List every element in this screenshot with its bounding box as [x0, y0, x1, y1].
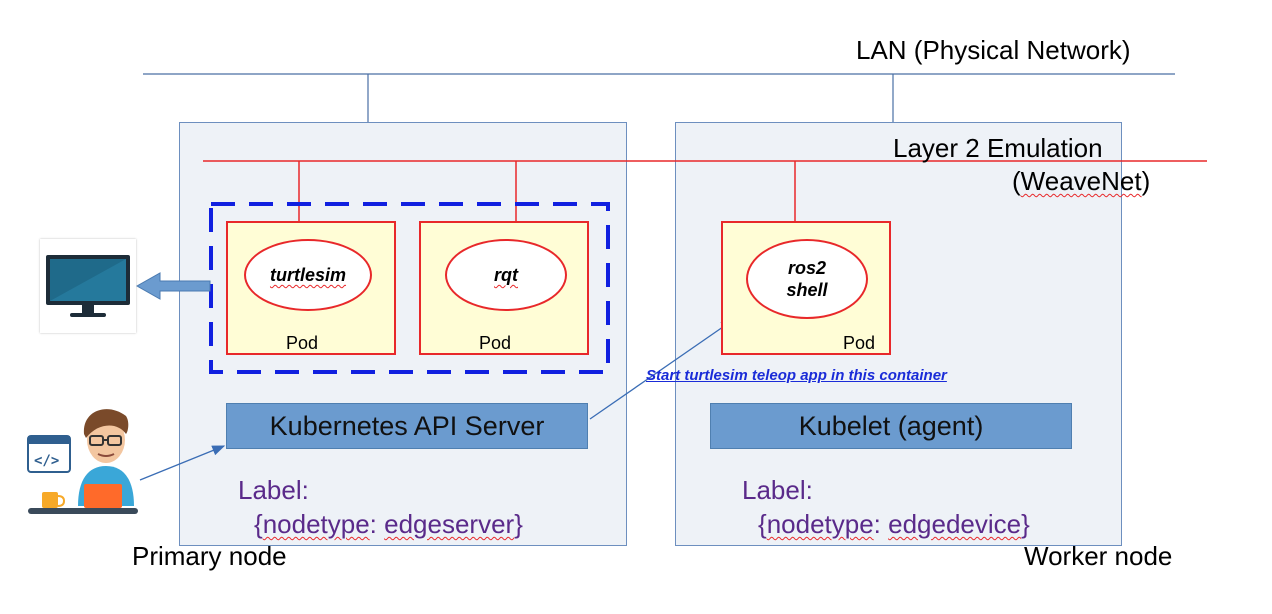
- kubelet-agent[interactable]: Kubelet (agent): [710, 403, 1072, 449]
- primary-label-key: nodetype: [262, 509, 370, 539]
- primary-label-value: {nodetype: edgeserver}: [238, 507, 523, 541]
- pod-turtlesim-caption: Pod: [286, 333, 319, 353]
- container-rqt[interactable]: rqt: [445, 239, 567, 311]
- pod-rqt-caption: Pod: [479, 333, 512, 353]
- layer2-label: Layer 2 Emulation: [893, 133, 1103, 163]
- developer-icon: </>: [26, 400, 140, 520]
- svg-text:</>: </>: [34, 453, 59, 469]
- display-arrow: [135, 272, 211, 300]
- worker-label-val: edgedevice: [888, 509, 1022, 539]
- worker-label-heading: Label:: [742, 475, 813, 505]
- worker-label-open: {: [758, 509, 767, 539]
- kubernetes-api-server[interactable]: Kubernetes API Server: [226, 403, 588, 449]
- container-turtlesim[interactable]: turtlesim: [244, 239, 372, 311]
- worker-node-caption: Worker node: [1024, 541, 1173, 571]
- weavenet-label: (WeaveNet): [1012, 166, 1150, 197]
- worker-label-sep: :: [873, 509, 889, 539]
- pod-group-border: [209, 202, 610, 374]
- coffee-mug-icon: [42, 492, 66, 508]
- primary-label-open: {: [254, 509, 263, 539]
- container-ros2-line2: shell: [786, 280, 828, 300]
- weavenet-name: WeaveNet: [1020, 166, 1142, 196]
- teleop-annotation[interactable]: Start turtlesim teleop app in this conta…: [646, 367, 947, 384]
- primary-label-close: }: [514, 509, 523, 539]
- api-to-ros2-arrow: [589, 319, 735, 420]
- lan-label: LAN (Physical Network): [856, 35, 1131, 65]
- code-window-icon: </>: [27, 435, 71, 473]
- pod-turtlesim[interactable]: turtlesim Pod: [226, 221, 396, 355]
- worker-label-value: {nodetype: edgedevice}: [742, 507, 1030, 541]
- pod-ros2-caption: Pod: [843, 333, 876, 353]
- container-ros2-line1: ros2: [787, 258, 827, 278]
- weavenet-open: (: [1012, 166, 1021, 196]
- worker-label-close: }: [1021, 509, 1030, 539]
- monitor-icon: [40, 239, 136, 333]
- primary-label-heading: Label:: [238, 475, 309, 505]
- primary-label: Label: {nodetype: edgeserver}: [238, 473, 523, 541]
- primary-label-sep: :: [369, 509, 385, 539]
- pod-rqt[interactable]: rqt Pod: [419, 221, 589, 355]
- laptop-icon: [84, 484, 122, 508]
- worker-label: Label: {nodetype: edgedevice}: [742, 473, 1030, 541]
- container-rqt-label: rqt: [494, 265, 518, 285]
- container-turtlesim-label: turtlesim: [269, 265, 347, 285]
- developer-to-api-arrow: [139, 445, 226, 481]
- primary-label-val: edgeserver: [384, 509, 515, 539]
- worker-label-key: nodetype: [766, 509, 874, 539]
- weavenet-close: ): [1141, 166, 1151, 196]
- primary-node-caption: Primary node: [132, 541, 287, 571]
